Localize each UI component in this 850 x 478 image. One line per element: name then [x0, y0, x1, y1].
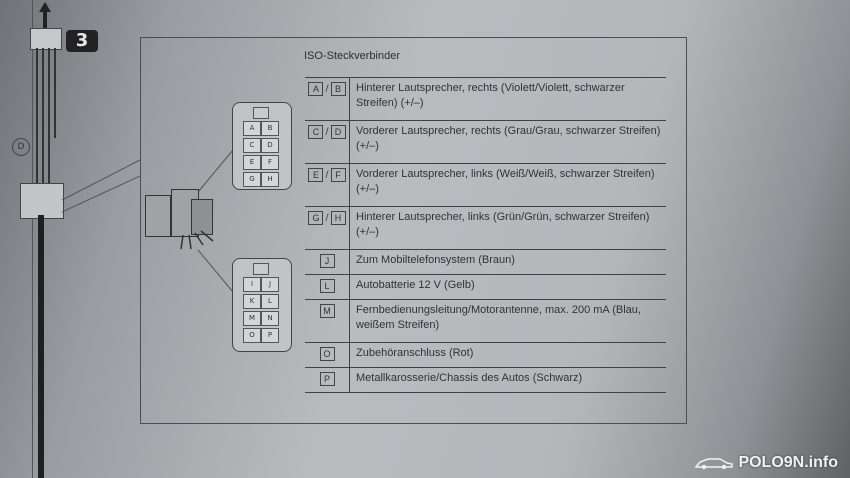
row-description: Metallkarosserie/Chassis des Autos (Schw… [356, 372, 583, 384]
row-description: Vorderer Lautsprecher, rechts (Grau/Grau… [356, 125, 661, 152]
watermark-text: POLO9N.info [738, 454, 838, 471]
row-key: G/H [305, 207, 350, 249]
pin-b: B [261, 121, 279, 136]
connector-top: A B C D E F G H [232, 102, 292, 190]
row-key: P [305, 368, 350, 392]
cable-wires [28, 48, 68, 183]
diagram-label-d: D [12, 138, 30, 156]
pin-h: H [261, 172, 279, 187]
connector-bottom: I J K L M N O P [232, 258, 292, 352]
pin-j: J [261, 277, 279, 292]
pin-l: L [261, 294, 279, 309]
row-description: Zubehöranschluss (Rot) [356, 347, 474, 359]
pin-k: K [243, 294, 261, 309]
table-row: L Autobatterie 12 V (Gelb) [305, 274, 666, 299]
pin-o: O [243, 328, 261, 343]
pin-f: F [261, 155, 279, 170]
row-key: E/F [305, 164, 350, 206]
row-key: J [305, 250, 350, 274]
pin-c: C [243, 138, 261, 153]
pin-n: N [261, 311, 279, 326]
row-description: Hinterer Lautsprecher, links (Grün/Grün,… [356, 211, 650, 238]
diagram-frame [140, 37, 687, 424]
table-row: M Fernbedienungsleitung/Motorantenne, ma… [305, 299, 666, 342]
table-row: O Zubehöranschluss (Rot) [305, 342, 666, 367]
pin-m: M [243, 311, 261, 326]
row-key: A/B [305, 78, 350, 120]
step-badge: 3 [66, 30, 98, 52]
row-description: Fernbedienungsleitung/Motorantenne, max.… [356, 304, 641, 331]
cable-plug-bottom [20, 183, 64, 219]
pin-e: E [243, 155, 261, 170]
cable-plug-top [30, 28, 62, 50]
iso-plug-drawing [143, 185, 215, 250]
pin-d: D [261, 138, 279, 153]
row-key: M [305, 300, 350, 342]
row-key: L [305, 275, 350, 299]
table-row: G/H Hinterer Lautsprecher, links (Grün/G… [305, 206, 666, 249]
table-row: E/F Vorderer Lautsprecher, links (Weiß/W… [305, 163, 666, 206]
pin-p: P [261, 328, 279, 343]
row-key: C/D [305, 121, 350, 163]
wiring-table: A/B Hinterer Lautsprecher, rechts (Viole… [305, 77, 666, 393]
table-row: J Zum Mobiltelefonsystem (Braun) [305, 249, 666, 274]
row-description: Vorderer Lautsprecher, links (Weiß/Weiß,… [356, 168, 655, 195]
main-cable [38, 215, 44, 478]
table-row: A/B Hinterer Lautsprecher, rechts (Viole… [305, 77, 666, 120]
arrow-stem [43, 10, 47, 28]
pin-a: A [243, 121, 261, 136]
row-key: O [305, 343, 350, 367]
table-row: C/D Vorderer Lautsprecher, rechts (Grau/… [305, 120, 666, 163]
row-description: Autobatterie 12 V (Gelb) [356, 279, 475, 291]
pin-g: G [243, 172, 261, 187]
watermark: POLO9N.info [694, 454, 838, 472]
section-title: ISO-Steckverbinder [304, 50, 400, 62]
car-silhouette-icon [694, 458, 734, 470]
row-description: Hinterer Lautsprecher, rechts (Violett/V… [356, 82, 625, 109]
table-row: P Metallkarosserie/Chassis des Autos (Sc… [305, 367, 666, 393]
arrow-up-icon [39, 2, 51, 12]
pin-i: I [243, 277, 261, 292]
row-description: Zum Mobiltelefonsystem (Braun) [356, 254, 515, 266]
page-edge-line [32, 0, 33, 478]
